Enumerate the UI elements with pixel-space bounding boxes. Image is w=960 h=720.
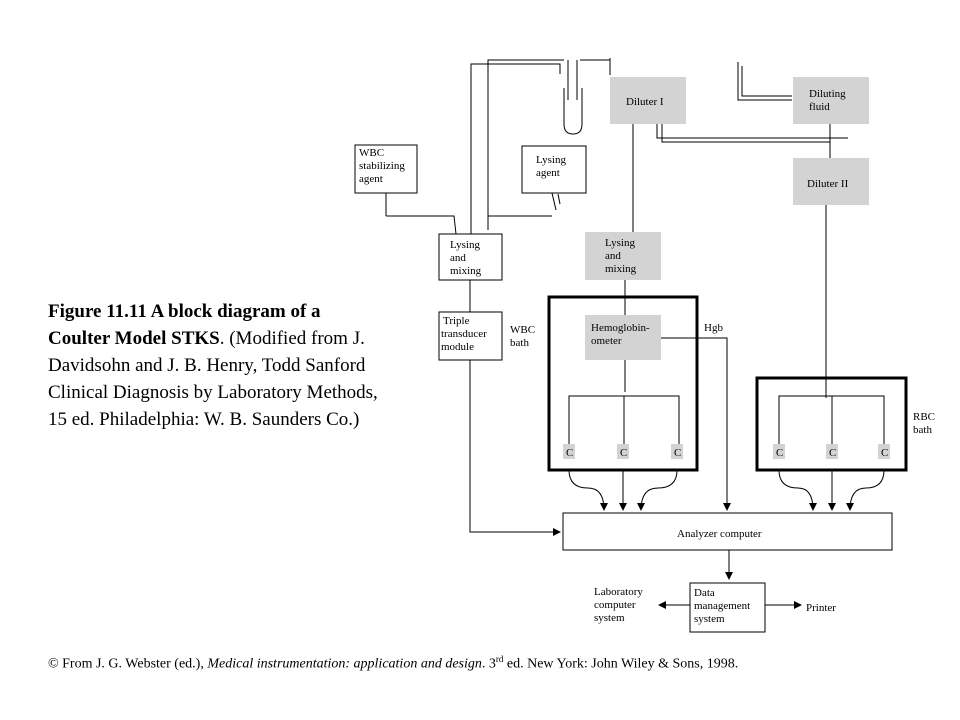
svg-text:C: C <box>566 447 573 459</box>
svg-text:C: C <box>620 447 627 459</box>
caption-title: Figure 11.11 A block diagram of a Coulte… <box>48 301 321 349</box>
printer-label: Printer <box>806 602 836 614</box>
rbc-counters: C C C <box>773 444 890 459</box>
svg-text:WBC: WBC <box>510 324 535 336</box>
lab-computer-label: Laboratory computer system <box>594 586 643 624</box>
svg-text:Data: Data <box>694 587 715 599</box>
svg-text:fluid: fluid <box>809 101 830 113</box>
sample-tube-icon <box>563 60 583 135</box>
svg-text:system: system <box>694 613 725 625</box>
triple-transducer-box: Triple transducer module <box>438 311 503 361</box>
svg-text:and: and <box>605 250 621 262</box>
svg-text:mixing: mixing <box>605 263 637 275</box>
diluter-2-box: Diluter II <box>793 158 869 205</box>
svg-text:agent: agent <box>536 167 560 179</box>
wbc-bath-label: WBC bath <box>510 324 535 349</box>
svg-text:WBC: WBC <box>359 147 384 159</box>
source-credit: © From J. G. Webster (ed.), Medical inst… <box>48 654 739 672</box>
wbc-counters: C C C <box>563 444 683 459</box>
svg-text:Lysing: Lysing <box>605 237 635 249</box>
svg-text:C: C <box>776 447 783 459</box>
book-title: Medical instrumentation: application and… <box>207 656 482 672</box>
lysing-mixing-left-box: Lysing and mixing <box>438 233 503 281</box>
svg-text:ometer: ometer <box>591 335 622 347</box>
svg-text:module: module <box>441 341 474 353</box>
svg-text:Diluting: Diluting <box>809 88 846 100</box>
caption-rest: . (Modified from J. Davidsohn and J. B. … <box>48 328 378 430</box>
svg-text:bath: bath <box>510 337 529 349</box>
svg-text:and: and <box>450 252 466 264</box>
lysing-mixing-right-box: Lysing and mixing <box>585 232 661 280</box>
svg-text:management: management <box>694 600 750 612</box>
analyzer-computer-box: Analyzer computer <box>562 512 893 551</box>
wbc-stabilizing-agent-box: WBC stabilizing agent <box>354 144 418 194</box>
svg-text:system: system <box>594 612 625 624</box>
svg-text:Lysing: Lysing <box>536 154 566 166</box>
hemoglobinometer-box: Hemoglobin- ometer <box>585 315 661 360</box>
figure-caption: Figure 11.11 A block diagram of a Coulte… <box>48 298 378 433</box>
counter-arrows <box>469 360 885 536</box>
diluting-fluid-box: Diluting fluid <box>793 77 869 124</box>
svg-text:agent: agent <box>359 173 383 185</box>
diluter-1-label: Diluter I <box>626 96 664 108</box>
diluter-1-box: Diluter I <box>610 77 686 124</box>
svg-text:bath: bath <box>913 424 932 436</box>
svg-text:transducer: transducer <box>441 328 487 340</box>
svg-text:C: C <box>674 447 681 459</box>
svg-text:computer: computer <box>594 599 636 611</box>
svg-text:Laboratory: Laboratory <box>594 586 643 598</box>
svg-text:mixing: mixing <box>450 265 482 277</box>
svg-text:RBC: RBC <box>913 411 935 423</box>
svg-text:Lysing: Lysing <box>450 239 480 251</box>
rbc-bath-label: RBC bath <box>913 411 935 436</box>
lysing-agent-box: Lysing agent <box>521 145 587 194</box>
svg-text:stabilizing: stabilizing <box>359 160 405 172</box>
svg-text:Analyzer computer: Analyzer computer <box>677 528 762 540</box>
svg-text:Diluter II: Diluter II <box>807 178 849 190</box>
svg-text:C: C <box>829 447 836 459</box>
wbc-apertures <box>568 395 680 444</box>
data-management-box: Data management system <box>689 582 766 633</box>
svg-text:Hemoglobin-: Hemoglobin- <box>591 322 650 334</box>
top-plumbing <box>385 58 848 398</box>
hgb-label: Hgb <box>704 322 723 334</box>
svg-text:Triple: Triple <box>443 315 470 327</box>
rbc-apertures <box>778 395 885 444</box>
svg-text:C: C <box>881 447 888 459</box>
